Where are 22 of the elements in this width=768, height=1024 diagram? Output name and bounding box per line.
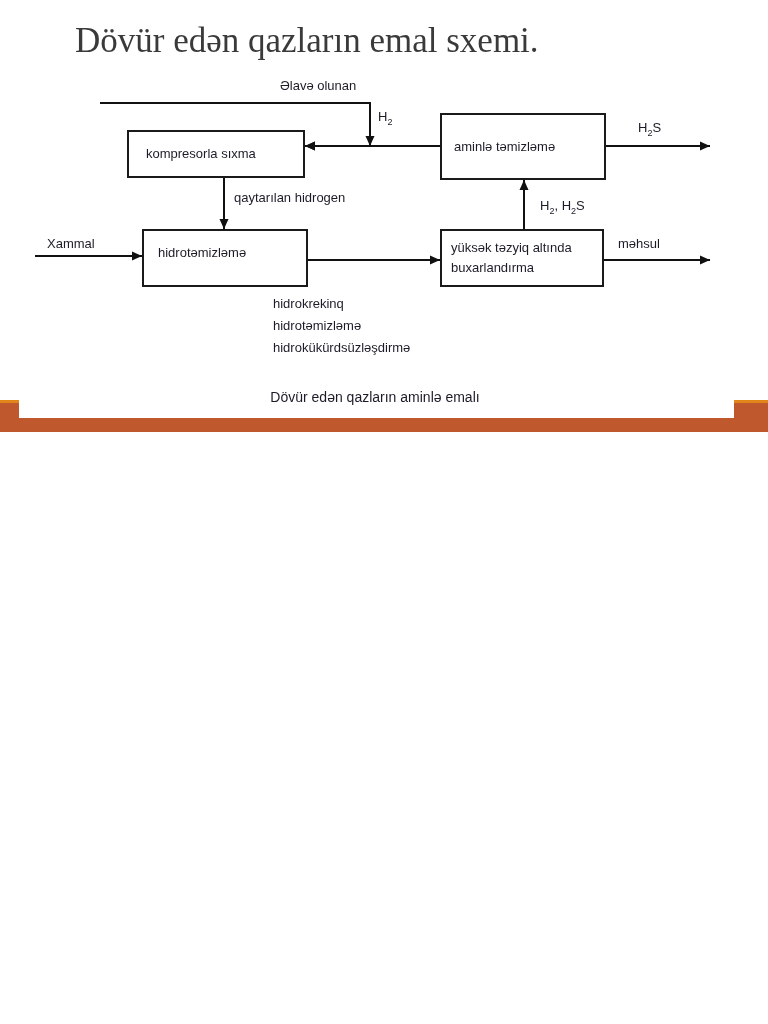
figure-caption: Dövür edən qazların aminlə emalı [270,389,480,405]
formula-label: H$_{2}$ [377,109,394,125]
process-box [440,229,604,287]
edge-label: H$_{2}$, H$_{2}$S [539,198,586,214]
process-box [142,229,308,287]
edge-label: H$_{2}$S [637,120,663,136]
process-box [440,113,606,180]
process-list-item: hidrokükürdsüzləşdirmə [272,340,412,356]
arrow [219,177,229,230]
process-list-item: hidrokrekinq [272,296,345,312]
arrow [519,179,529,230]
arrow [605,141,711,151]
process-name: aminlə təmizləmə [454,137,556,156]
arrow [307,255,441,265]
edge-label: qaytarılan hidrogen [233,190,347,206]
process-box [127,130,305,178]
arrow [34,251,143,261]
arrow [603,255,711,265]
slide-title: Dövür edən qazların emal sxemi. [75,21,539,61]
process-name: yüksək təzyiq altında buxarlandırma [451,239,573,277]
process-name: hidrotəmizləmə [158,244,247,262]
process-name: kompresorla sıxma [146,145,256,163]
